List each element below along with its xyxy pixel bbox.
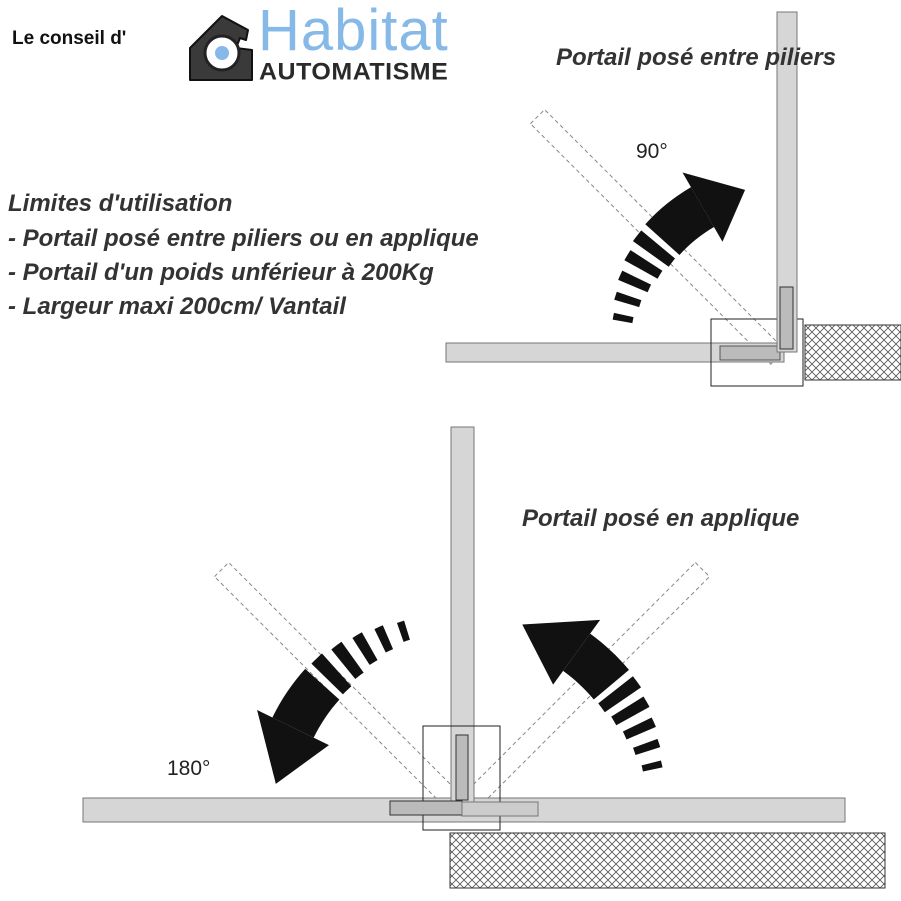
limit-item: - Portail posé entre piliers ou en appli… [8,225,479,252]
arrow-head [682,172,746,242]
bottom-diagram-title: Portail posé en applique [522,505,800,532]
angle-label-90: 90° [636,140,668,163]
wall [449,832,886,889]
arrow-stripe [633,738,661,755]
motor-box [710,318,804,387]
angle-label-180: 180° [167,757,211,780]
arrow-stripe [641,760,663,772]
arrow-stripe [331,641,364,679]
rotation-arrow-icon [257,620,410,784]
bottom-diagram [82,426,886,889]
top-diagram [445,11,901,387]
arrow-stripe [352,632,378,665]
arrow-body [563,633,629,700]
brand-name: Habitat [258,0,449,63]
brand-subtitle: AUTOMATISME [259,58,449,86]
limit-item: - Portail d'un poids unférieur à 200Kg [8,259,434,286]
arrow-stripe [618,270,652,293]
gate-leaf-open [776,11,798,353]
rotation-arrow-icon [612,172,746,324]
rotation-arrow-icon [522,619,663,772]
arrow-stripe [374,625,394,653]
arrow-head [522,619,601,685]
header-prefix: Le conseil d' [12,28,127,49]
top-diagram-title: Portail posé entre piliers [556,44,837,71]
arrow-stripe [624,250,663,279]
arrow-stripe [612,312,634,324]
wall-pillar [804,324,901,381]
limit-item: - Largeur maxi 200cm/ Vantail [8,293,346,320]
logo-house-icon [189,15,253,81]
arrow-stripe [396,620,410,642]
arrow-stripe [611,696,650,726]
arrow-stripe [311,653,352,695]
arrow-body [272,668,340,738]
arrow-head [257,710,329,784]
arrow-body [645,187,714,255]
arrow-stripe [632,230,676,267]
limits-title: Limites d'utilisation [8,190,233,217]
motor-box [422,725,501,831]
arrow-stripe [614,291,642,308]
arrow-stripe [622,717,656,740]
arrow-stripe [598,676,642,713]
